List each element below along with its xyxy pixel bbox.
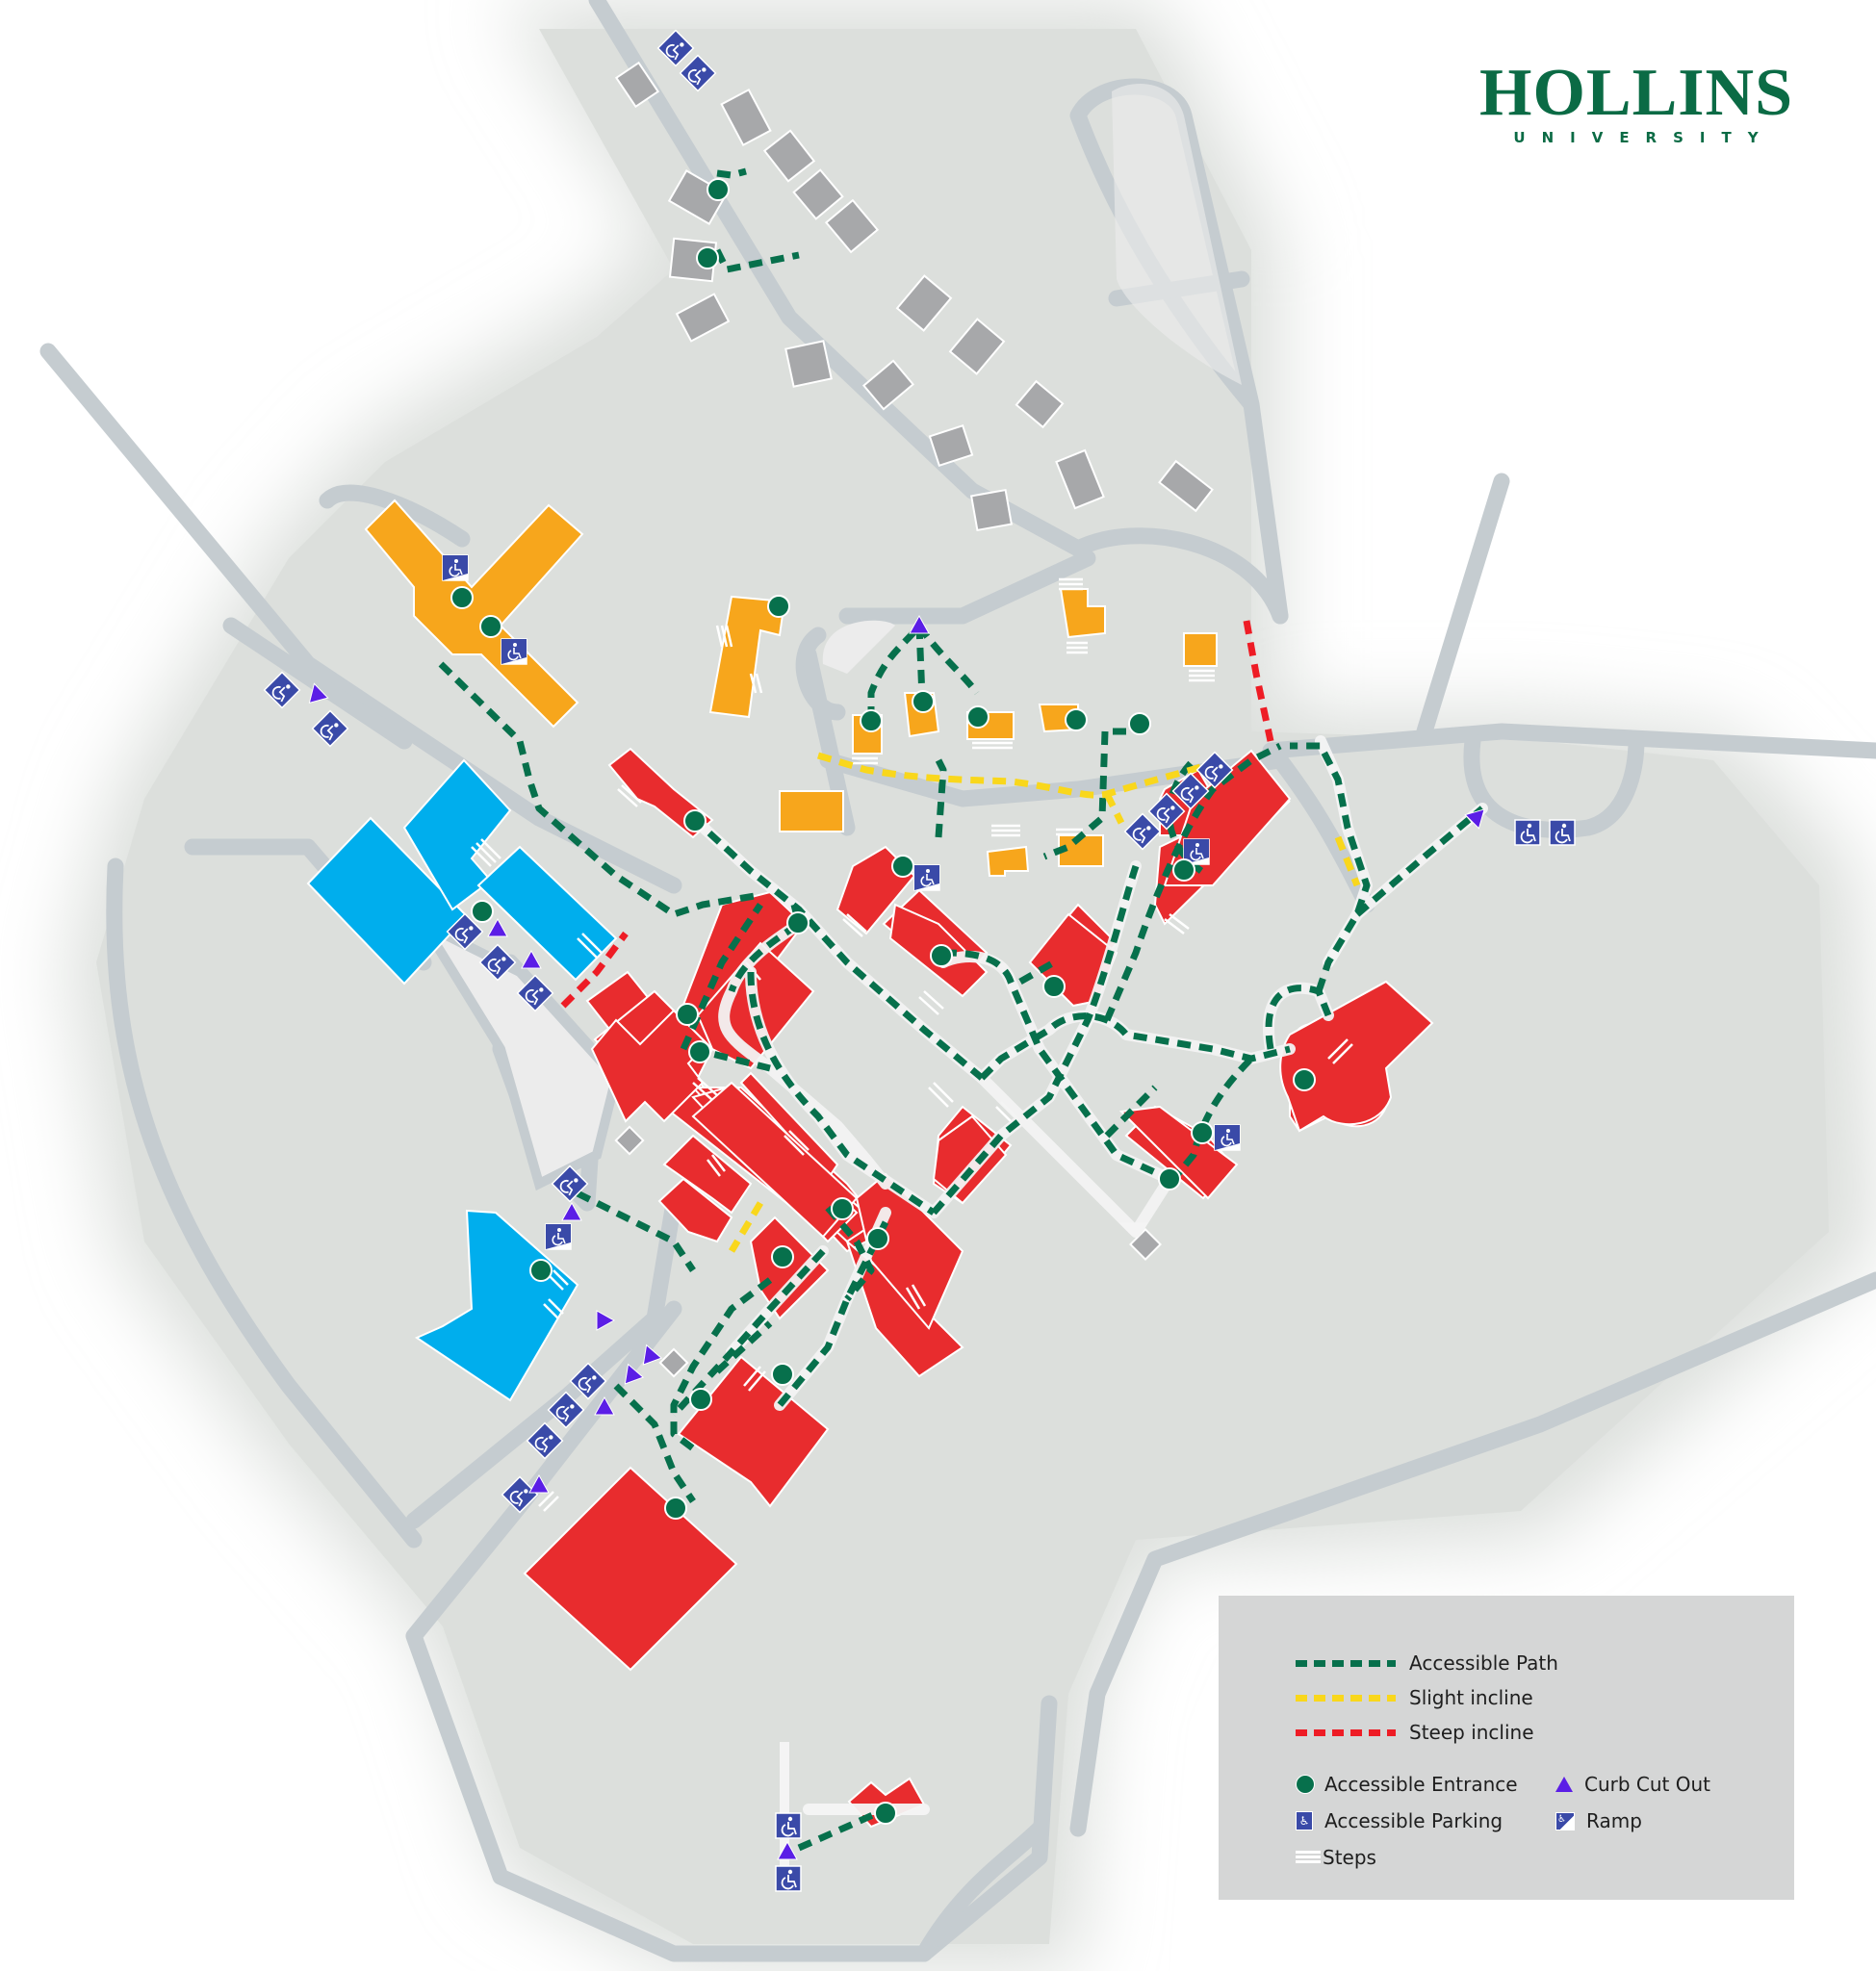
steps-icon bbox=[1296, 1851, 1321, 1864]
hollins-university-logo: HOLLINS UNIVERSITY bbox=[1463, 56, 1810, 147]
legend-curb-cut-out: Curb Cut Out bbox=[1555, 1773, 1710, 1796]
legend-steps: Steps bbox=[1296, 1846, 1376, 1869]
legend-accessible-path: Accessible Path bbox=[1296, 1651, 1558, 1675]
parking-lots bbox=[410, 84, 1242, 1191]
purple-triangle-icon bbox=[1555, 1777, 1573, 1792]
legend-label: Ramp bbox=[1586, 1809, 1642, 1832]
logo-name: HOLLINS bbox=[1479, 56, 1793, 130]
wheelchair-icon: ♿ bbox=[1296, 1811, 1313, 1830]
legend-label: Accessible Entrance bbox=[1324, 1773, 1518, 1796]
steep-incline-paths bbox=[560, 620, 1274, 1009]
legend-label: Curb Cut Out bbox=[1584, 1773, 1711, 1796]
steps bbox=[471, 577, 1353, 1881]
legend-label: Accessible Parking bbox=[1324, 1809, 1503, 1832]
legend-ramp: ♿ Ramp bbox=[1555, 1809, 1642, 1832]
legend-label: Steps bbox=[1323, 1846, 1376, 1869]
ramp-icon: ♿ bbox=[1555, 1811, 1575, 1830]
logo-subtitle: UNIVERSITY bbox=[1513, 129, 1775, 146]
green-circle-icon bbox=[1296, 1775, 1315, 1794]
legend-label: Steep incline bbox=[1409, 1721, 1534, 1744]
legend-accessible-entrance: Accessible Entrance bbox=[1296, 1773, 1518, 1796]
map-legend: Accessible Path Slight incline Steep inc… bbox=[1219, 1596, 1794, 1900]
legend-label: Accessible Path bbox=[1409, 1651, 1558, 1675]
legend-slight-incline: Slight incline bbox=[1296, 1686, 1533, 1709]
legend-accessible-parking: ♿ Accessible Parking bbox=[1296, 1809, 1503, 1832]
red-dashed-line-icon bbox=[1296, 1728, 1396, 1736]
legend-steep-incline: Steep incline bbox=[1296, 1721, 1534, 1744]
yellow-dashed-line-icon bbox=[1296, 1694, 1396, 1702]
green-dashed-line-icon bbox=[1296, 1659, 1396, 1667]
legend-label: Slight incline bbox=[1409, 1686, 1533, 1709]
slight-incline-paths bbox=[728, 752, 1361, 1253]
buildings-residential bbox=[364, 499, 1218, 877]
